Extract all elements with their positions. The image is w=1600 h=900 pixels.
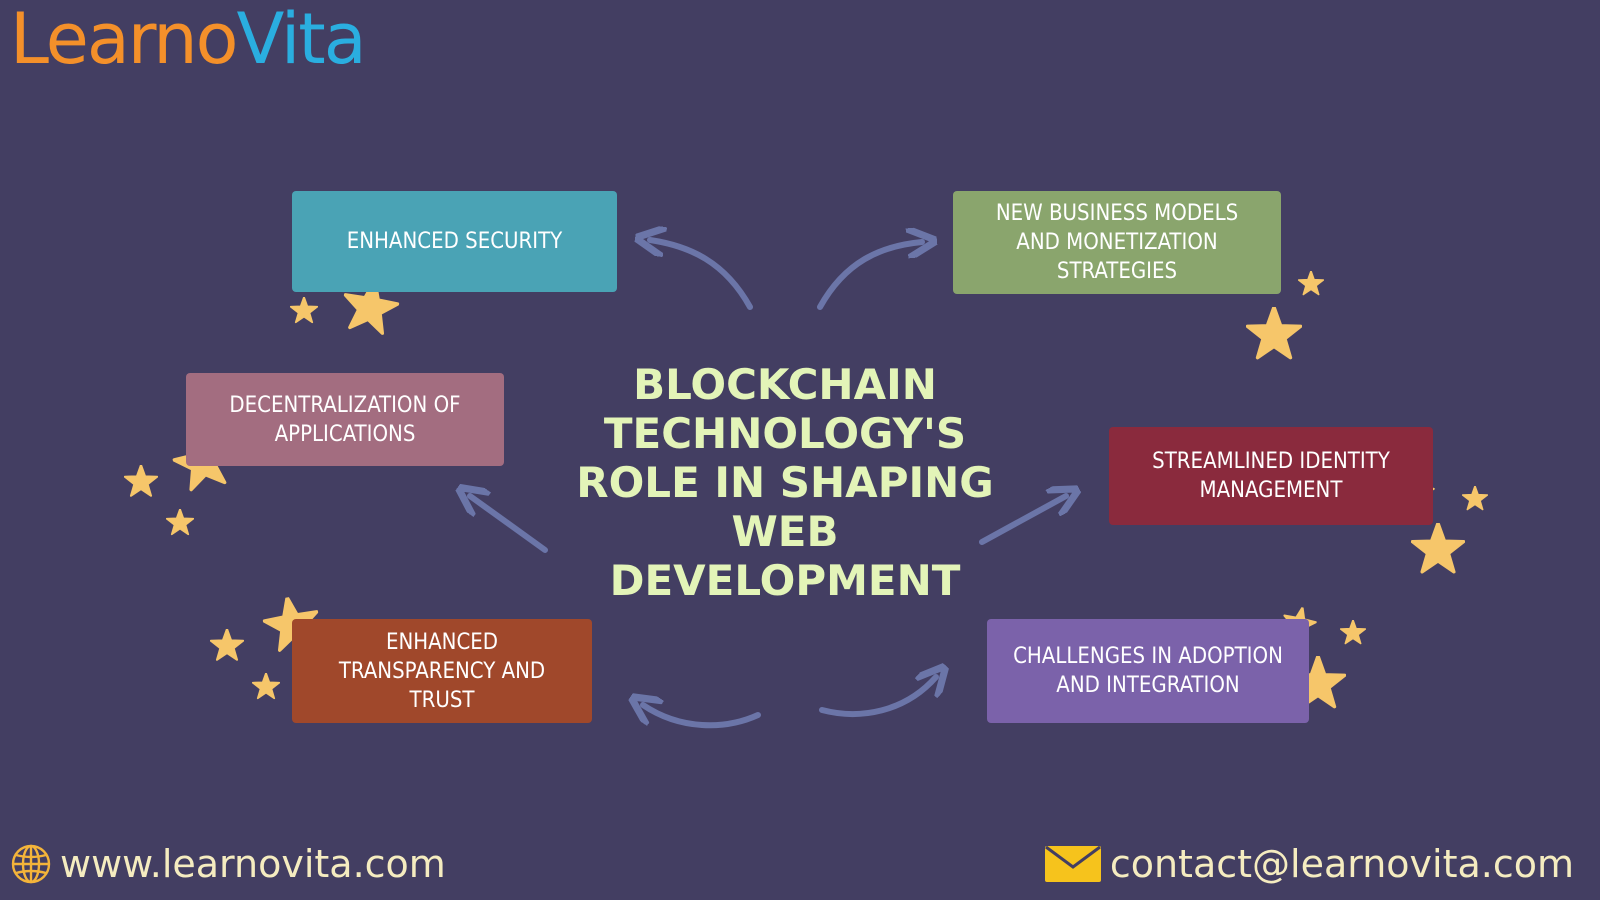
arrow-icon: [470, 496, 548, 553]
center-title: BLOCKCHAIN TECHNOLOGY'S ROLE IN SHAPING …: [576, 360, 994, 605]
star-icon: [1411, 523, 1465, 574]
star-icon: [252, 673, 280, 700]
footer-email[interactable]: contact@learnovita.com: [1044, 842, 1574, 886]
node-identity-management: STREAMLINED IDENTITY MANAGEMENT: [1109, 427, 1433, 525]
arrow-icon: [650, 240, 753, 310]
logo-part-vita: Vita: [236, 0, 366, 80]
star-icon: [1246, 307, 1302, 360]
email-link[interactable]: contact@learnovita.com: [1109, 842, 1574, 886]
footer-website[interactable]: www.learnovita.com: [10, 842, 446, 886]
node-new-business-models: NEW BUSINESS MODELS AND MONETIZATION STR…: [953, 191, 1281, 294]
globe-icon: [11, 844, 51, 884]
node-decentralization: DECENTRALIZATION OF APPLICATIONS: [186, 373, 504, 466]
star-icon: [1462, 486, 1488, 511]
arrow-icon: [817, 242, 922, 310]
arrow-icon: [819, 677, 936, 717]
star-icon: [166, 509, 194, 536]
star-icon: [290, 297, 318, 324]
node-transparency-trust: ENHANCED TRANSPARENCY AND TRUST: [292, 619, 592, 723]
mail-icon: [1044, 845, 1101, 882]
arrow-icon: [643, 705, 761, 729]
star-icon: [124, 465, 158, 497]
node-enhanced-security: ENHANCED SECURITY: [292, 191, 617, 292]
learnovita-logo: LearnoVita: [10, 4, 367, 74]
star-icon: [1298, 271, 1324, 296]
star-icon: [210, 629, 244, 661]
website-link[interactable]: www.learnovita.com: [60, 842, 446, 886]
node-challenges-adoption: CHALLENGES IN ADOPTION AND INTEGRATION: [987, 619, 1309, 723]
star-icon: [1340, 620, 1366, 645]
logo-part-learno: Learno: [10, 0, 238, 80]
